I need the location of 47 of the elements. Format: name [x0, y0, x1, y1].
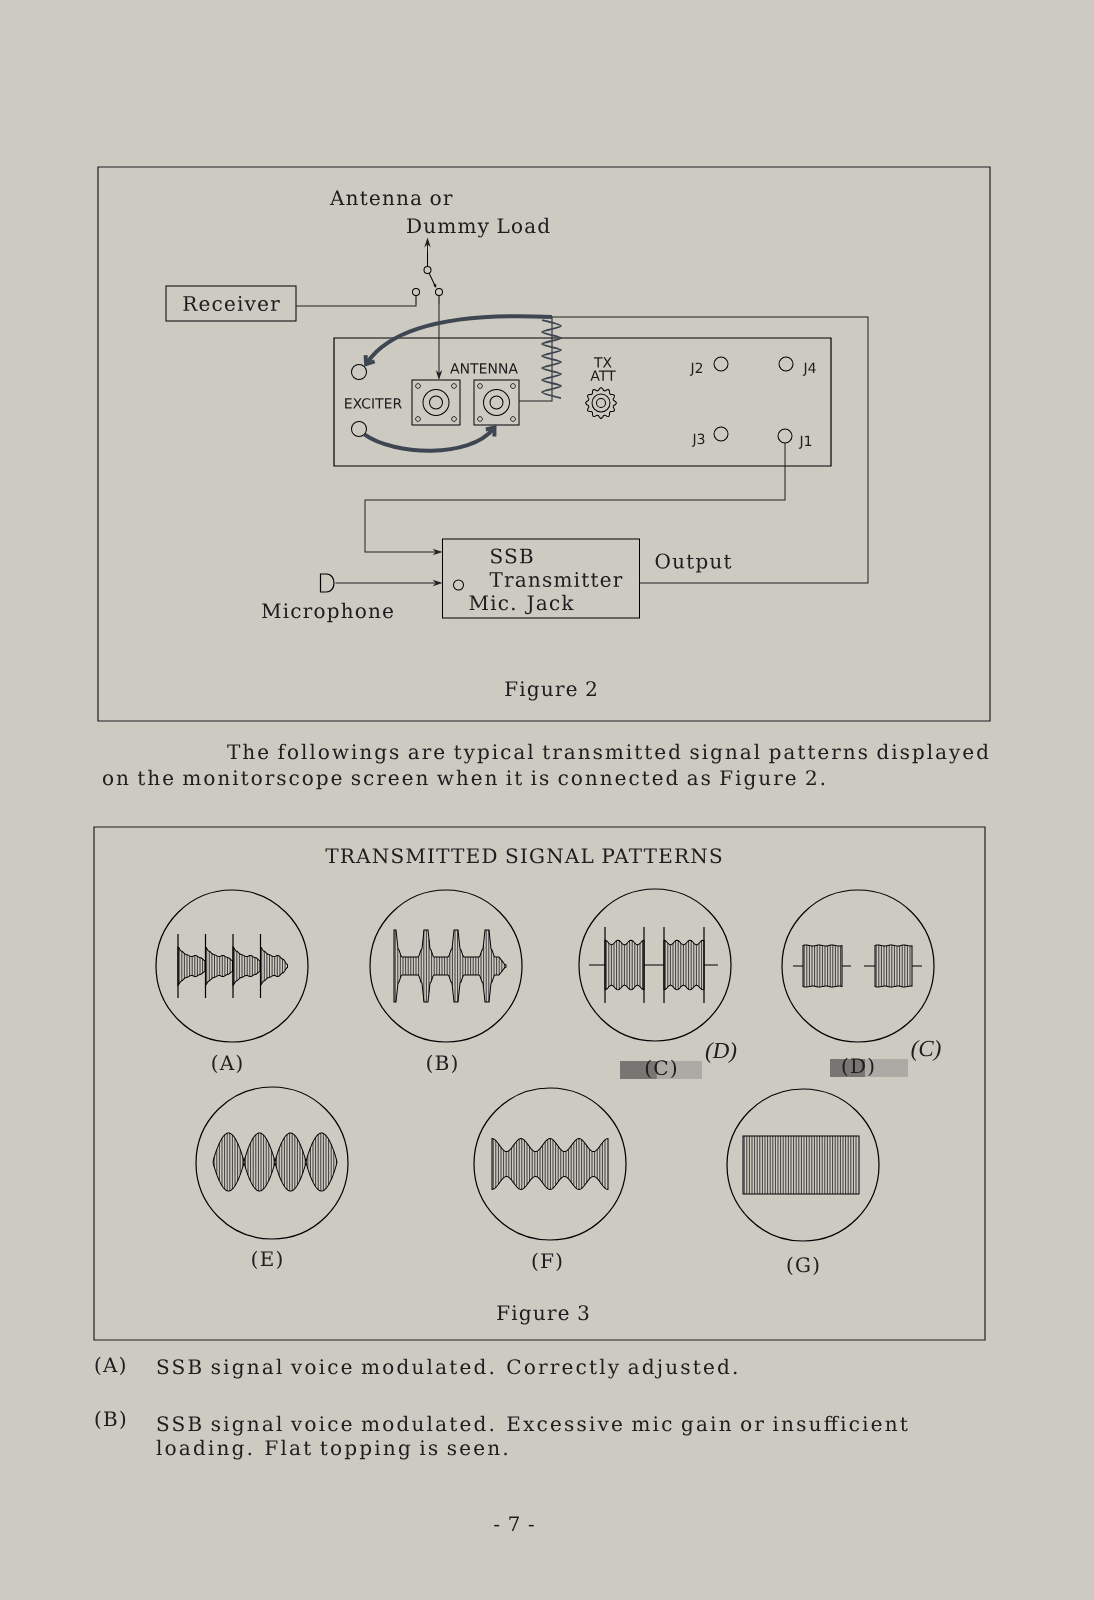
pencil-arrow	[363, 425, 497, 453]
pattern-label: (B)	[427, 1054, 457, 1074]
panel-label: EXCITER	[345, 398, 402, 409]
jack-circle	[713, 426, 729, 442]
page-number: - 7 -	[494, 1516, 534, 1531]
connector-line	[295, 303, 417, 307]
pattern-label: (D)	[842, 1057, 874, 1077]
arrow	[424, 238, 431, 253]
heading: TRANSMITTED SIGNAL PATTERNS	[325, 848, 722, 864]
edge-label: Output	[655, 553, 732, 573]
switch-symbol	[412, 251, 443, 305]
jack-label: J4	[802, 362, 816, 376]
paragraph: The followings are typical transmitted signal patterns displayed on the monitorscope screen when it is connected as Figure 2.	[103, 743, 989, 790]
arrow	[364, 442, 786, 555]
panel-box	[333, 337, 832, 467]
pattern-label: (A)	[212, 1054, 242, 1074]
pattern-label: (F)	[532, 1252, 562, 1272]
handwritten-label: (C)	[911, 1040, 941, 1061]
arrow	[436, 303, 442, 379]
jack-circle	[351, 364, 367, 380]
description: SSB signal voice modulated. Excessive mic gain or insufficient loading. Flat topping is seen.	[156, 1415, 908, 1460]
figure-caption: Figure 2	[505, 681, 596, 701]
jack-circle	[351, 421, 367, 437]
pencil-arrow	[363, 314, 553, 367]
node-label: Antenna or Dummy Load	[329, 190, 550, 238]
connector-symbol	[473, 379, 520, 426]
figure-caption: Figure 3	[497, 1305, 589, 1325]
item-label: (A)	[95, 1356, 125, 1376]
jack-label: J3	[691, 433, 705, 447]
pattern-label: (C)	[645, 1059, 677, 1079]
item-label: (B)	[95, 1410, 126, 1430]
panel-label: ANTENNA	[450, 363, 518, 374]
description: SSB signal voice modulated. Correctly adjusted.	[157, 1358, 737, 1379]
arrow	[335, 580, 442, 586]
jack-circle	[713, 356, 729, 372]
panel-label: TX ATT	[590, 357, 616, 381]
jack-label: J1	[798, 435, 812, 449]
jack-label: Mic. Jack	[469, 594, 574, 615]
pattern-label: (G)	[787, 1256, 819, 1276]
connector-symbol	[411, 379, 461, 426]
node-label: Microphone	[262, 602, 393, 623]
handwritten-label: (D)	[705, 1042, 737, 1063]
pattern-label: (E)	[252, 1250, 282, 1270]
block-box: Receiver	[165, 285, 297, 322]
jack-circle	[778, 356, 794, 372]
jack-circle	[777, 428, 793, 444]
jack-label: J2	[689, 362, 703, 376]
